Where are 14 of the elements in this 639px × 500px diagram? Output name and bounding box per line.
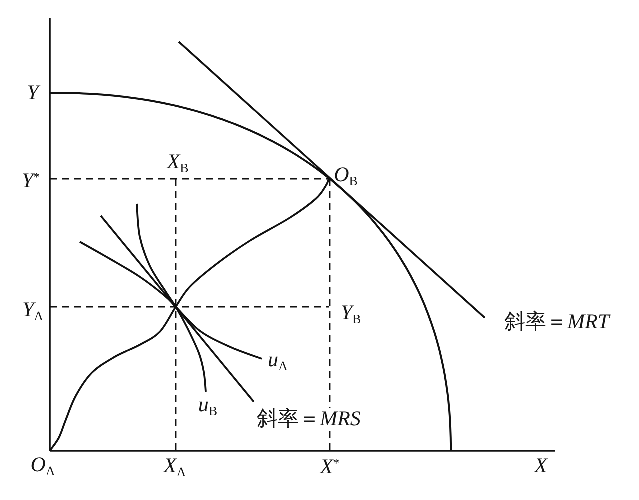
slope-label: 斜率＝MRT — [504, 312, 610, 332]
tick-label: Y$_{B}$ — [340, 302, 362, 324]
axis-label: X — [534, 456, 548, 476]
tick-label: X$^{*}$ — [319, 456, 341, 478]
origin-label: O$_{A}$ — [30, 454, 56, 476]
tick-label: Y$^{*}$ — [20, 170, 42, 192]
tick-label: X$_{B}$ — [166, 152, 190, 172]
origin-label: O$_{B}$ — [333, 164, 359, 186]
tick-label: X$_{A}$ — [162, 456, 188, 476]
curve-label: u$_{A}$ — [267, 350, 289, 370]
tick-label: Y$_{A}$ — [21, 300, 45, 320]
slope-label: 斜率＝MRS — [256, 408, 362, 430]
axis-label: Y — [26, 82, 40, 104]
curve-label: u$_{B}$ — [197, 394, 219, 416]
